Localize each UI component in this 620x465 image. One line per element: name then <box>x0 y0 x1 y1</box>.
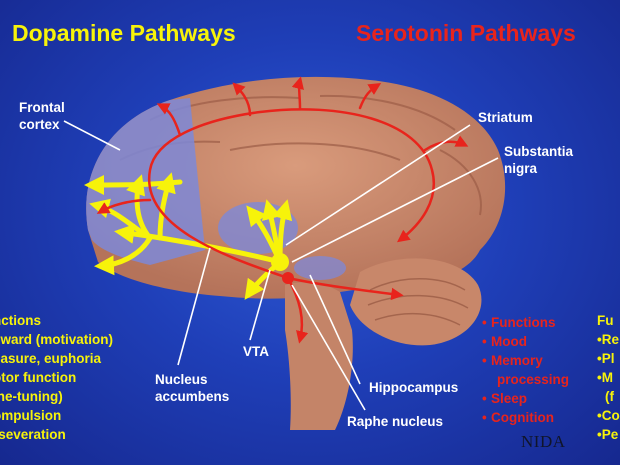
cutoff-function-item: •M <box>597 370 613 385</box>
serotonin-pathways <box>96 76 469 344</box>
dopamine-function-item: ine-tuning) <box>0 389 63 404</box>
cutoff-function-item: Fu <box>597 313 614 328</box>
brainstem <box>285 282 353 430</box>
dopamine-function-item: otor function <box>0 370 77 385</box>
cerebellum-folds <box>367 278 469 326</box>
dopamine-function-item: ompulsion <box>0 408 62 423</box>
serotonin-functions-heading: Functions <box>482 313 569 332</box>
nida-logo: NIDA <box>521 432 566 451</box>
hippocampus-overlay <box>294 256 346 280</box>
cerebellum <box>350 258 482 346</box>
serotonin-function-item: Sleep <box>482 389 569 408</box>
serotonin-function-item: processing <box>497 372 570 387</box>
cutoff-functions-list: Fu •Re •Pl •M (f •Co •Pe <box>597 311 620 444</box>
dopamine-function-item: nctions <box>0 313 42 328</box>
serotonin-function-item: Memory <box>482 351 569 370</box>
raphe-node <box>282 272 294 284</box>
cutoff-function-item: •Co <box>597 408 620 423</box>
cutoff-function-item: (f <box>605 389 614 404</box>
frontal-cortex-overlay <box>86 98 205 265</box>
dopamine-functions-list: nctions eward (motivation) easure, eupho… <box>0 311 113 444</box>
dopamine-pathways-title: Dopamine Pathways <box>12 20 236 46</box>
serotonin-function-item: Mood <box>482 332 569 351</box>
hippocampus-label: Hippocampus <box>369 380 459 395</box>
cutoff-function-item: •Pl <box>597 351 615 366</box>
serotonin-function-item: Cognition <box>482 408 569 427</box>
serotonin-functions-list: Functions Mood Memory processing Sleep C… <box>482 313 569 427</box>
vta-label: VTA <box>243 344 269 359</box>
dopamine-function-item: easure, euphoria <box>0 351 102 366</box>
dopamine-function-item: eward (motivation) <box>0 332 114 347</box>
pointer-lines <box>63 120 499 411</box>
raphe-nucleus-label: Raphe nucleus <box>347 414 444 429</box>
vta-node <box>271 253 289 271</box>
cutoff-function-item: •Re <box>597 332 619 347</box>
serotonin-pathways-title: Serotonin Pathways <box>356 20 576 46</box>
dopamine-function-item: rseveration <box>0 427 66 442</box>
striatum-label: Striatum <box>478 110 533 125</box>
cutoff-function-item: •Pe <box>597 427 619 442</box>
